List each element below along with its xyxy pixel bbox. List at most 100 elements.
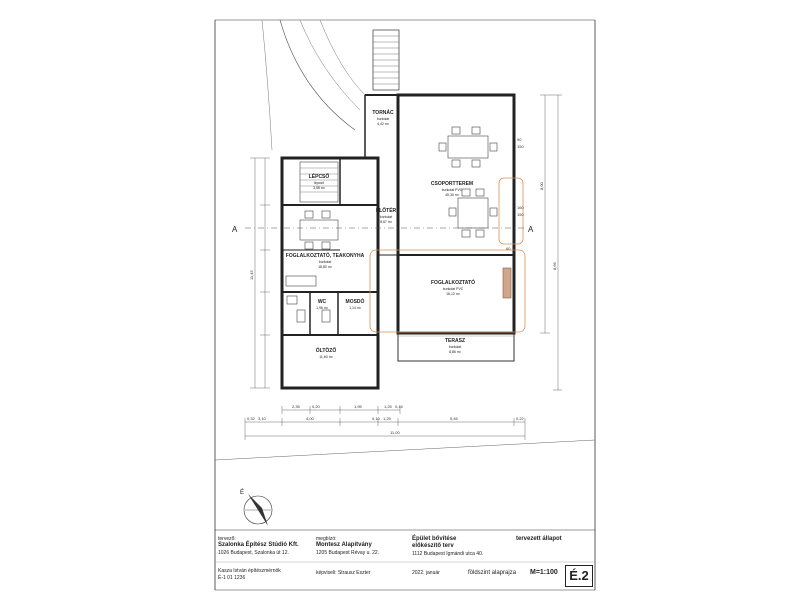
status-label: tervezett állapot — [516, 536, 562, 542]
bottom-dimension: 0,22 — [516, 416, 525, 421]
window-mark: 90 — [517, 137, 522, 142]
sheet-name: földszint alaprajza — [468, 570, 517, 576]
designer-name: Szalonka Építész Stúdió Kft. — [218, 542, 299, 548]
bottom-dimension: 0,10 — [372, 416, 381, 421]
date: 2022. január — [412, 570, 440, 576]
room-area-oltozo: 11,60 m² — [319, 355, 333, 359]
room-area-lepcso: 3,58 m² — [313, 186, 326, 190]
table — [457, 197, 489, 229]
room-name-mosdo: MOSDÓ — [346, 297, 365, 305]
left-dimensions: 11,45 — [249, 157, 270, 389]
right-total-dimension: 8,00 — [539, 181, 544, 190]
bottom-dimension: 2,35 — [292, 404, 301, 409]
terrain-line — [319, 19, 366, 96]
room-name-foglalkoztato: FOGLALKOZTATÓ — [431, 278, 475, 286]
terrain-line — [279, 19, 356, 131]
room-name-foglalkoztato-teakonyha: FOGLALKOZTATÓ, TEAKONYHA — [286, 251, 365, 259]
bottom-dimension: 1,25 — [383, 416, 392, 421]
room-floor-eloter: burkolat — [380, 215, 392, 219]
bottom-dimension: 5,45 — [450, 416, 459, 421]
room-area-wc: 1,96 m² — [316, 306, 329, 310]
room-name-wc: WC — [318, 299, 327, 305]
client-address: 1205 Budapest Révay u. 22. — [316, 550, 380, 556]
north-label: É — [240, 489, 244, 496]
room-name-eloter: ELŐTÉR — [376, 206, 397, 214]
project-address: 1112 Budapest Igmándi utca 40. — [412, 551, 484, 557]
sheet-number: É.2 — [565, 565, 593, 587]
chair — [438, 142, 447, 152]
chair — [451, 159, 461, 168]
toilet — [321, 309, 331, 323]
room-name-csoportterem: CSOPORTTEREM — [431, 181, 473, 187]
room-floor-foglalkoztato: burkolat PVC — [443, 287, 464, 291]
window-mark: 150 — [517, 212, 524, 217]
room-name-terasz: TERASZ — [445, 338, 465, 344]
room-area-tornac: 4,42 m² — [377, 122, 390, 126]
chair — [489, 142, 498, 152]
terrace — [397, 332, 515, 362]
internal-stairs — [299, 161, 339, 203]
left-total-dimension: 11,45 — [249, 270, 254, 280]
toilet — [296, 309, 306, 323]
room-floor-tornac: burkolat — [377, 117, 389, 121]
chair — [461, 229, 471, 238]
north-arrow: É — [240, 489, 273, 526]
chair — [321, 210, 331, 219]
room-labels: TORNÁC burkolat 4,42 m² LÉPCSŐ lépcső 3,… — [286, 109, 475, 359]
architect-id: É-1 01 1236 — [218, 575, 246, 581]
bottom-dimension: 4,00 — [306, 416, 315, 421]
chair — [304, 210, 314, 219]
walls — [280, 93, 516, 390]
bottom-dimension: 1,95 — [354, 404, 363, 409]
representative: képviseli: Strausz Eszter — [316, 570, 371, 576]
room-name-lepcso: LÉPCSŐ — [309, 172, 330, 180]
designer-name-text: Szalonka Építész Stúdió Kft. — [218, 542, 299, 548]
chair — [471, 159, 481, 168]
section-line: A A — [232, 225, 534, 234]
chair — [471, 126, 481, 135]
project-subtitle: előkészítő terv — [412, 543, 454, 549]
bottom-dimension: 0,32 — [247, 416, 256, 421]
bottom-dimensions: 2,35 0,20 1,95 1,25 0,15 0,32 3,10 4,00 … — [244, 404, 526, 440]
bottom-dimension: 0,15 — [395, 404, 404, 409]
scale: M=1:100 — [530, 569, 558, 576]
room-area-foglalkoztato-teakonyha: 18,80 m² — [318, 265, 333, 269]
window-mark: 60 — [506, 246, 511, 251]
client-name-text: Montesz Alapítvány — [316, 542, 372, 548]
kitchen-counter — [285, 275, 317, 287]
room-floor-foglalkoztato-teakonyha: burkolat — [319, 260, 331, 264]
site-boundary — [214, 439, 596, 461]
terrain-line — [261, 19, 273, 151]
storage-unit — [502, 267, 512, 299]
client-label: megbízó: — [316, 536, 337, 542]
window-mark: 150 — [517, 144, 524, 149]
window-mark: 160 — [517, 205, 524, 210]
room-floor-csoportterem: burkolat PVC — [442, 188, 463, 192]
chair — [304, 241, 314, 250]
room-area-eloter: 8,67 m² — [380, 220, 393, 224]
window-marks: 90 150 160 150 60 — [506, 137, 524, 251]
highlight-outlines — [369, 177, 526, 333]
room-name-tornac: TORNÁC — [372, 109, 394, 116]
bottom-dimension: 1,25 — [384, 404, 393, 409]
room-area-foglalkoztato: 16,12 m² — [446, 292, 461, 296]
bottom-total-dimension: 11,00 — [390, 430, 400, 435]
chair — [489, 207, 498, 217]
bottom-dimension: 3,10 — [258, 416, 267, 421]
room-floor-terasz: burkolat — [449, 345, 461, 349]
chair — [451, 126, 461, 135]
table — [447, 135, 489, 159]
project-title: Épület bővítése — [412, 536, 456, 542]
designer-address: 1026 Budapest, Szalonka út 12. — [218, 550, 289, 556]
chair — [461, 188, 471, 197]
room-floor-lepcso: lépcső — [314, 181, 324, 185]
section-mark-right: A — [528, 225, 534, 234]
chair — [448, 207, 457, 217]
client-name: Montesz Alapítvány — [316, 542, 372, 548]
room-name-oltozo: ÖLTÖZŐ — [316, 347, 337, 354]
bottom-dimension: 0,20 — [312, 404, 321, 409]
terrain-line — [299, 19, 361, 111]
designer-label: tervező: — [218, 536, 236, 542]
chair — [475, 229, 485, 238]
